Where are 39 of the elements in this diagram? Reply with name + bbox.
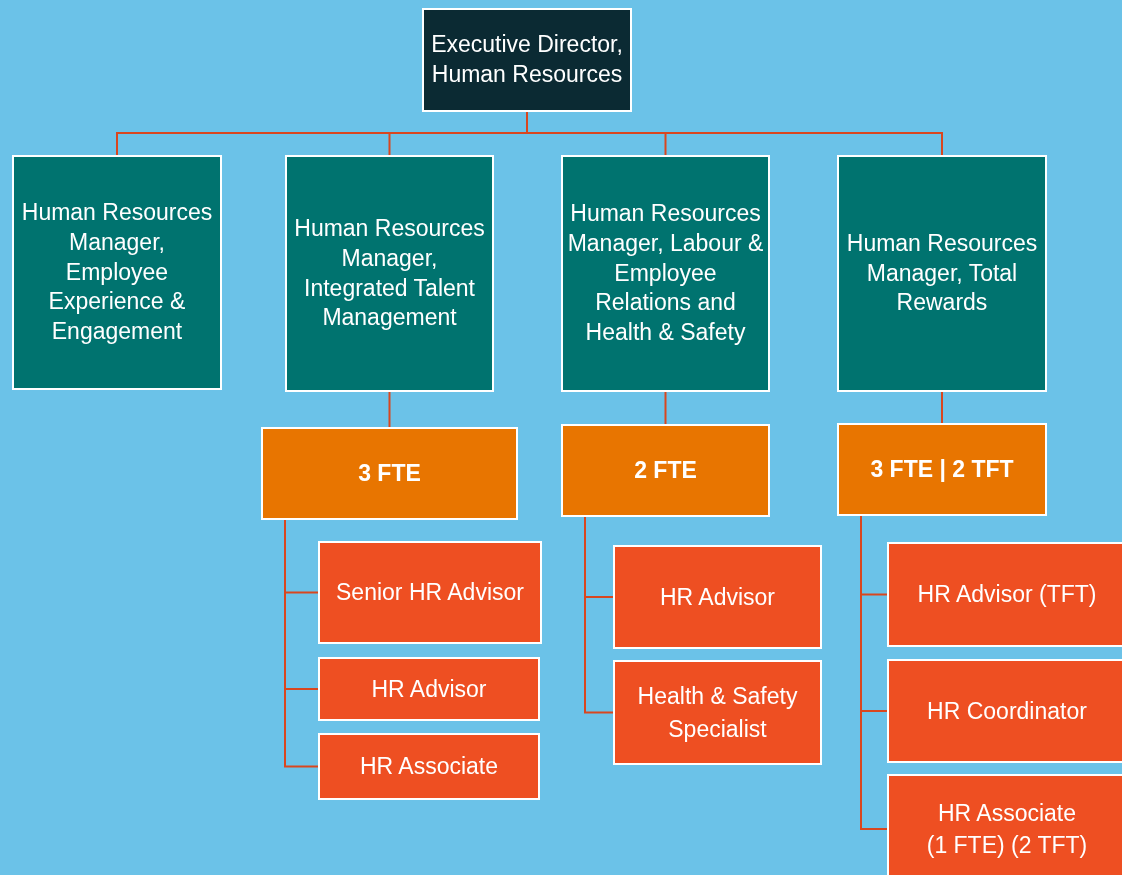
position-title: HR Coordinator: [927, 696, 1087, 726]
position-box: [318, 733, 540, 800]
position-title: Executive Director, Human Resources: [430, 30, 624, 89]
position-title: Senior HR Advisor: [336, 578, 524, 608]
position-title: (1 FTE) (2 TFT): [926, 831, 1088, 860]
connector-line: [584, 516, 614, 714]
position-title: HR Advisor (TFT): [917, 580, 1097, 610]
position-box: [837, 155, 1047, 392]
position-title: HR Advisor: [659, 582, 775, 612]
position-title: 2 FTE: [634, 455, 697, 485]
connector-line: [941, 391, 943, 424]
position-box: [613, 545, 822, 649]
connector-line: [284, 519, 319, 768]
position-box: [285, 155, 494, 392]
position-box: [561, 155, 770, 392]
position-title: 3 FTE | 2 TFT: [870, 454, 1014, 484]
headcount-box: [561, 424, 770, 517]
position-box: [887, 659, 1122, 763]
position-title: HR Advisor: [371, 674, 487, 704]
position-box: [613, 660, 822, 765]
headcount-box: [837, 423, 1047, 516]
position-box: [318, 541, 542, 644]
position-title: Health & Safety Specialist: [636, 682, 799, 744]
headcount-box: [261, 427, 518, 520]
position-title: Human Resources Manager, Integrated Talent Management: [293, 213, 486, 333]
position-title: Human Resources Manager, Labour & Employee Relations and Health & Safety: [567, 198, 764, 348]
connector-line: [664, 391, 667, 425]
connector-line: [388, 391, 391, 428]
position-title: HR Associate: [359, 752, 499, 782]
position-title: Human Resources Manager, Employee Experience & Engagement: [20, 197, 214, 347]
position-title: 3 FTE: [358, 458, 421, 488]
position-title: Human Resources Manager, Total Rewards: [845, 228, 1039, 318]
position-box: [887, 774, 1122, 875]
position-title: HR Associate: [937, 798, 1077, 828]
position-box: [12, 155, 222, 390]
position-box: [318, 657, 540, 721]
connector-line: [860, 515, 888, 830]
position-box: [887, 542, 1122, 647]
position-box: [422, 8, 632, 112]
